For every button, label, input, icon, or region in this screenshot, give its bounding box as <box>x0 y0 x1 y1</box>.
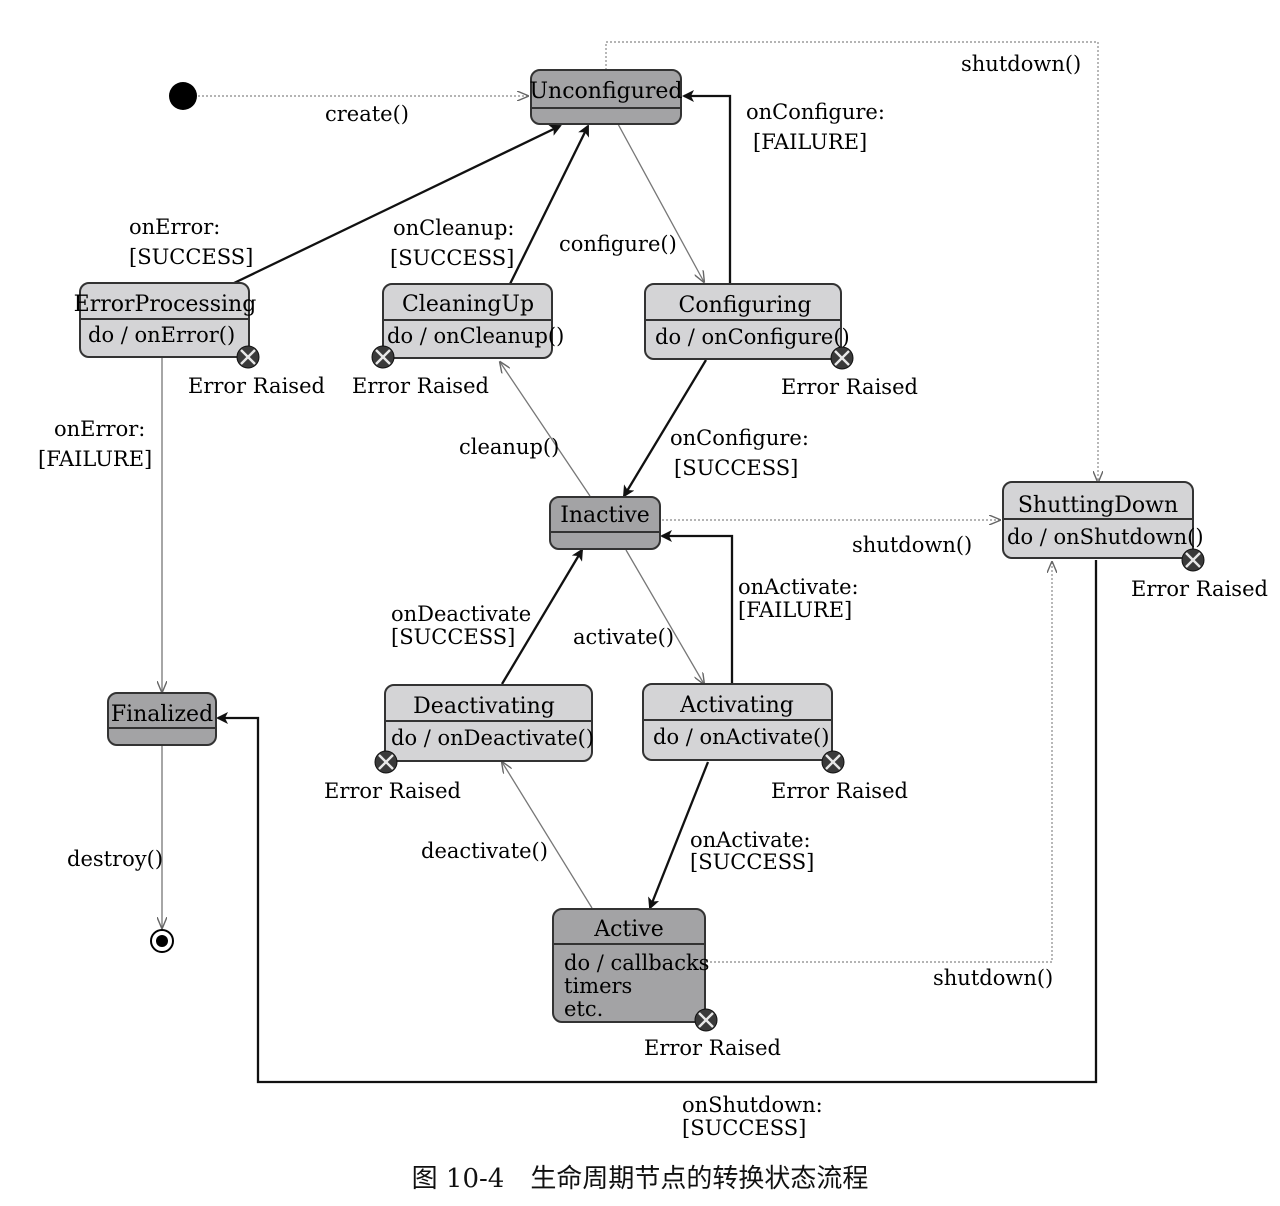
state-active-action-line-2: timers <box>564 974 632 998</box>
error-raised-icon-active <box>694 1008 718 1032</box>
error-raised-icon-configuring <box>830 346 854 370</box>
label-destroy: destroy() <box>67 847 163 871</box>
on-shutdown-success-transition <box>216 560 1098 1084</box>
error-raised-icon-cleaning-up <box>371 345 395 369</box>
state-cleaning-up-action: do / onCleanup() <box>387 324 564 348</box>
state-cleaning-up-title: CleaningUp <box>402 292 534 317</box>
state-active: Active do / callbacks timers etc. <box>552 908 709 1023</box>
on-cleanup-success-transition <box>508 124 590 285</box>
state-unconfigured: Unconfigured <box>530 69 683 125</box>
label-on-activate-failure-2: [FAILURE] <box>738 598 852 622</box>
label-on-cleanup-success-2: [SUCCESS] <box>390 246 514 270</box>
label-on-configure-failure-2: [FAILURE] <box>753 130 867 154</box>
error-raised-label-active: Error Raised <box>644 1036 781 1060</box>
error-raised-label-configuring: Error Raised <box>781 375 918 399</box>
error-raised-icon-shutting-down <box>1181 548 1205 572</box>
label-cleanup: cleanup() <box>459 435 559 459</box>
deactivate-transition <box>502 762 593 909</box>
state-shutting-down-title: ShuttingDown <box>1018 493 1178 518</box>
state-cleaning-up: CleaningUp do / onCleanup() <box>382 283 564 359</box>
state-inactive-title: Inactive <box>560 503 650 528</box>
on-activate-success-transition <box>648 761 710 910</box>
error-raised-icon-error-processing <box>236 345 260 369</box>
state-diagram: Unconfigured ErrorProcessing do / onErro… <box>38 41 1268 1140</box>
state-active-action-line-3: etc. <box>564 997 603 1021</box>
label-activate: activate() <box>573 625 674 649</box>
on-deactivate-success-transition <box>501 548 584 685</box>
final-state-node <box>150 929 174 953</box>
state-shutting-down: ShuttingDown do / onShutdown() <box>1002 481 1204 559</box>
label-on-shutdown-success-1: onShutdown: <box>682 1093 823 1117</box>
state-activating-title: Activating <box>679 693 794 718</box>
state-active-action-line-1: do / callbacks <box>564 951 709 975</box>
error-raised-label-shutting-down: Error Raised <box>1131 577 1268 601</box>
state-error-processing: ErrorProcessing do / onError() <box>74 282 257 358</box>
label-create: create() <box>325 102 409 126</box>
label-on-deactivate-success-2: [SUCCESS] <box>391 625 515 649</box>
label-on-deactivate-success-1: onDeactivate <box>391 602 531 626</box>
shutdown-transition-top <box>605 41 1098 482</box>
label-on-error-success-2: [SUCCESS] <box>129 245 253 269</box>
label-on-activate-failure-1: onActivate: <box>738 575 859 599</box>
label-on-configure-success-2: [SUCCESS] <box>674 456 798 480</box>
error-raised-label-deactivating: Error Raised <box>324 779 461 803</box>
label-shutdown-top: shutdown() <box>961 52 1081 76</box>
state-active-title: Active <box>593 917 664 942</box>
label-on-shutdown-success-2: [SUCCESS] <box>682 1116 806 1140</box>
initial-state-node <box>169 82 197 110</box>
state-configuring-title: Configuring <box>679 293 812 318</box>
label-on-error-failure-2: [FAILURE] <box>38 447 152 471</box>
error-raised-icon-activating <box>821 750 845 774</box>
error-raised-label-cleaning-up: Error Raised <box>352 374 489 398</box>
error-raised-icon-deactivating <box>374 750 398 774</box>
cleanup-transition <box>500 362 591 497</box>
state-deactivating-action: do / onDeactivate() <box>391 726 594 750</box>
label-deactivate: deactivate() <box>421 839 548 863</box>
on-activate-failure-transition <box>660 530 734 684</box>
label-on-cleanup-success-1: onCleanup: <box>393 216 514 240</box>
label-on-configure-failure-1: onConfigure: <box>746 100 885 124</box>
label-on-activate-success-2: [SUCCESS] <box>690 850 814 874</box>
state-configuring: Configuring do / onConfigure() <box>644 283 850 360</box>
label-on-configure-success-1: onConfigure: <box>670 426 809 450</box>
state-error-processing-title: ErrorProcessing <box>74 292 257 317</box>
state-shutting-down-action: do / onShutdown() <box>1007 525 1204 549</box>
label-on-error-success-1: onError: <box>129 215 220 239</box>
state-activating-action: do / onActivate() <box>653 725 829 749</box>
state-inactive: Inactive <box>549 496 661 550</box>
label-on-activate-success-1: onActivate: <box>690 828 811 852</box>
label-on-error-failure-1: onError: <box>54 417 145 441</box>
state-activating: Activating do / onActivate() <box>642 683 833 761</box>
label-shutdown-inactive: shutdown() <box>852 533 972 557</box>
label-shutdown-active: shutdown() <box>933 966 1053 990</box>
error-raised-label-error-processing: Error Raised <box>188 374 325 398</box>
on-configure-success-transition <box>622 359 707 498</box>
activate-transition <box>625 549 704 684</box>
state-deactivating-title: Deactivating <box>413 694 555 719</box>
state-finalized: Finalized <box>107 692 217 746</box>
state-deactivating: Deactivating do / onDeactivate() <box>384 684 594 762</box>
shutdown-transition-active <box>706 562 1052 963</box>
state-configuring-action: do / onConfigure() <box>655 325 850 349</box>
error-raised-label-activating: Error Raised <box>771 779 908 803</box>
on-configure-failure-transition <box>682 90 732 283</box>
label-configure: configure() <box>559 232 677 256</box>
state-error-processing-action: do / onError() <box>88 323 235 347</box>
figure-caption: 图 10-4 生命周期节点的转换状态流程 <box>411 1164 869 1194</box>
on-error-success-transition <box>231 124 562 286</box>
configure-transition <box>617 123 704 282</box>
state-finalized-title: Finalized <box>111 702 213 727</box>
state-unconfigured-title: Unconfigured <box>530 79 683 104</box>
